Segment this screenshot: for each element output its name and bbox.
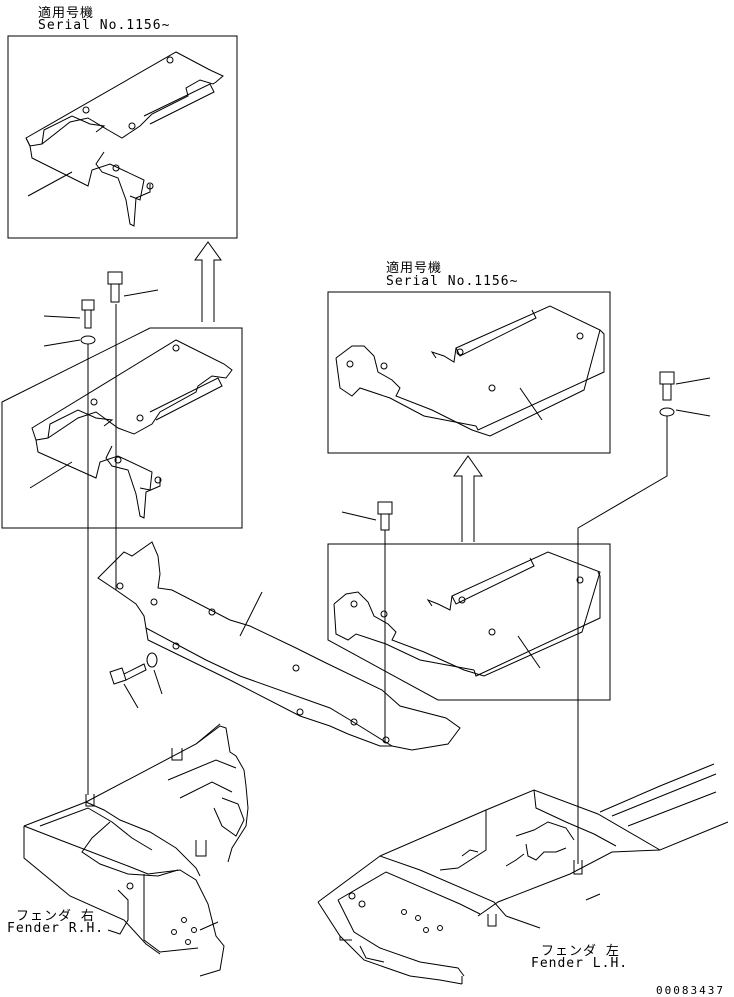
fender-lh-jp-label: フェンダ 左 (541, 944, 620, 959)
bolt-right-2 (659, 371, 711, 401)
washer-right (659, 407, 711, 417)
fender-rh-jp-label: フェンダ 右 (16, 909, 95, 924)
arrow-up-right (453, 455, 483, 542)
center-plate (97, 541, 461, 751)
guide-line-3 (577, 416, 668, 864)
fender-lh-drawing (317, 763, 729, 985)
callout-box-top-right (327, 291, 611, 454)
bolt-left-3 (109, 663, 147, 709)
washer-left-2 (146, 652, 163, 695)
fender-rh-en-label: Fender R.H. (7, 921, 105, 936)
callout-serial-label-right: Serial No.1156~ (386, 274, 519, 289)
fender-lh-en-label: Fender L.H. (531, 956, 629, 971)
callout-applicable-label-right: 適用号機 (386, 261, 443, 276)
callout-box-top-left (7, 35, 238, 239)
callout-applicable-label-left: 適用号機 (38, 6, 95, 21)
fender-rh-drawing (23, 723, 249, 977)
bolt-left-1 (43, 299, 95, 329)
callout-serial-label-left: Serial No.1156~ (38, 18, 171, 33)
callout-box-mid-left (1, 327, 243, 529)
callout-box-mid-right (327, 543, 611, 701)
arrow-up-left (194, 241, 222, 322)
bolt-right-1 (341, 501, 393, 742)
washer-left-1 (43, 335, 96, 347)
bolt-left-2 (107, 271, 159, 303)
drawing-number: 00083437 (656, 984, 725, 997)
